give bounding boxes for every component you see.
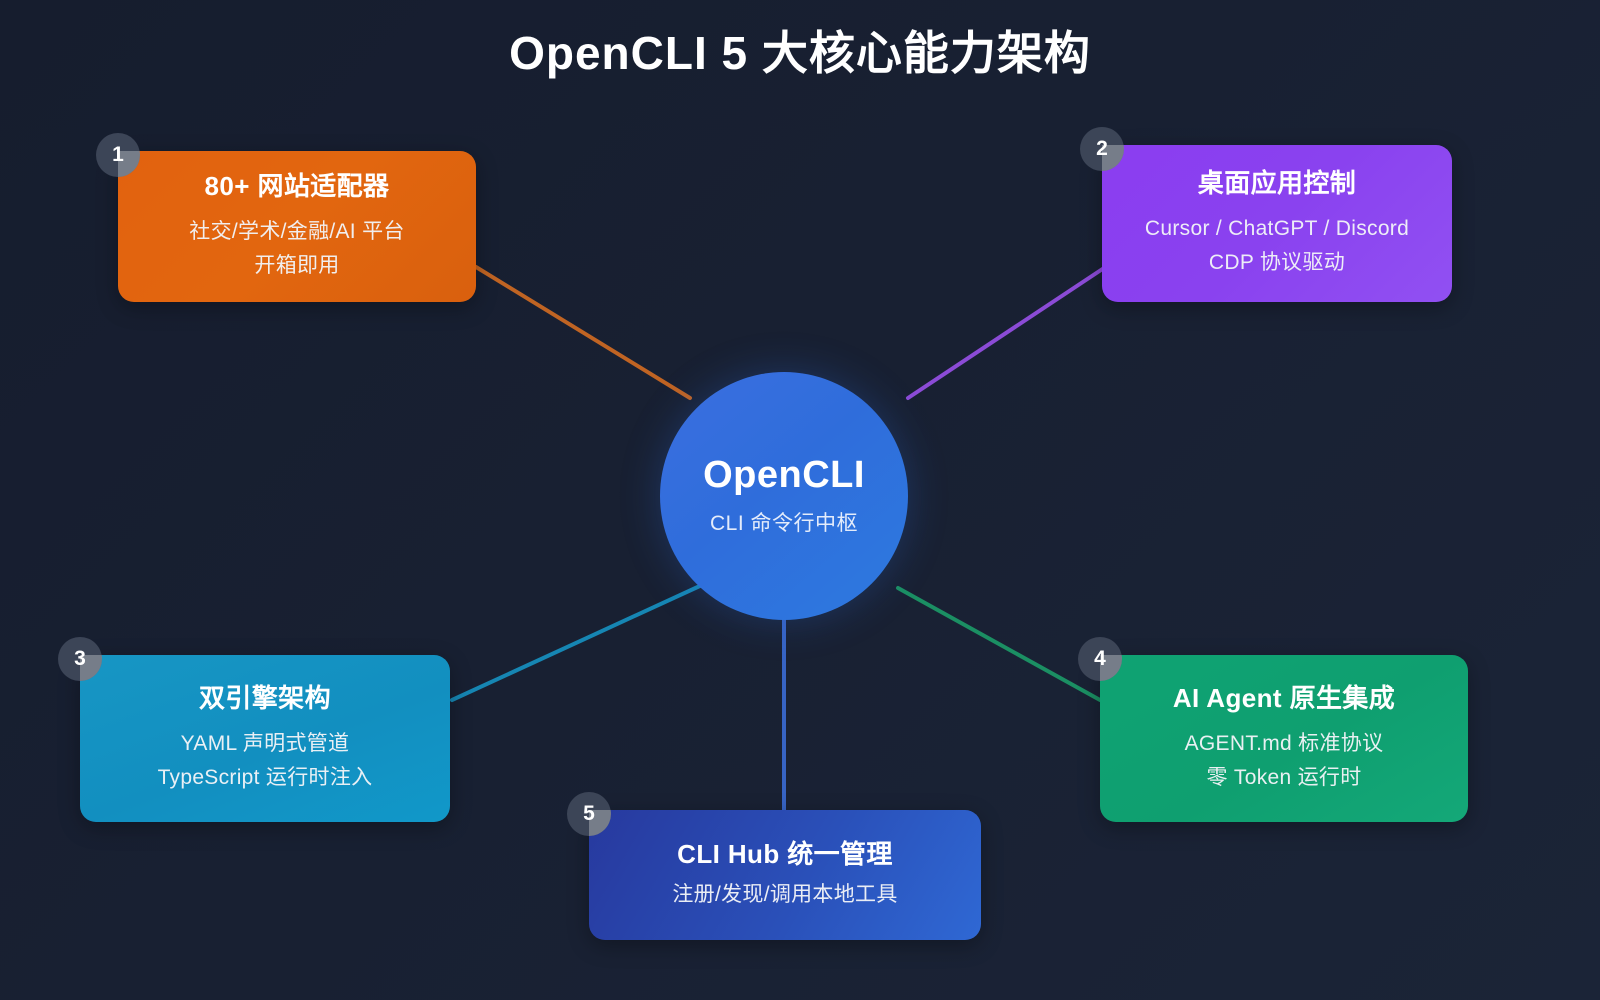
- card-badge-5: 5: [567, 792, 611, 836]
- card-detail-line-2: CDP 协议驱动: [1208, 250, 1346, 274]
- capability-card-3[interactable]: 3 双引擎架构 YAML 声明式管道 TypeScript 运行时注入: [58, 637, 450, 822]
- hub-title: OpenCLI: [703, 454, 865, 497]
- badge-number: 4: [1094, 647, 1106, 670]
- capability-card-2[interactable]: 2 桌面应用控制 Cursor / ChatGPT / Discord CDP …: [1080, 127, 1452, 302]
- connector-card-1: [474, 265, 692, 400]
- card-title: 80+ 网站适配器: [204, 171, 390, 202]
- card-detail-line-1: AGENT.md 标准协议: [1184, 731, 1384, 755]
- capability-card-5[interactable]: 5 CLI Hub 统一管理 注册/发现/调用本地工具: [567, 792, 981, 940]
- card-title: CLI Hub 统一管理: [677, 838, 893, 869]
- card-title: 桌面应用控制: [1197, 168, 1357, 199]
- badge-backdrop: [567, 792, 611, 836]
- card-badge-2: 2: [1080, 127, 1124, 171]
- badge-number: 5: [583, 802, 595, 825]
- card-detail-line-2: 零 Token 运行时: [1206, 765, 1362, 789]
- card-detail-line-1: 社交/学术/金融/AI 平台: [189, 219, 405, 243]
- hub-subtitle: CLI 命令行中枢: [709, 511, 858, 535]
- connector-card-2: [906, 266, 1106, 400]
- card-detail-line-1: YAML 声明式管道: [180, 731, 350, 755]
- capability-card-4[interactable]: 4 AI Agent 原生集成 AGENT.md 标准协议 零 Token 运行…: [1078, 637, 1468, 822]
- card-badge-4: 4: [1078, 637, 1122, 681]
- card-title: AI Agent 原生集成: [1172, 683, 1396, 714]
- badge-backdrop: [96, 133, 140, 177]
- card-detail-line-1: 注册/发现/调用本地工具: [672, 883, 898, 907]
- badge-number: 1: [112, 143, 124, 166]
- connector-card-4: [896, 586, 1102, 702]
- badge-number: 2: [1096, 137, 1108, 160]
- badge-backdrop: [58, 637, 102, 681]
- page-title: OpenCLI 5 大核心能力架构: [509, 27, 1091, 79]
- hub-node[interactable]: OpenCLI CLI 命令行中枢: [660, 372, 908, 620]
- card-badge-3: 3: [58, 637, 102, 681]
- capability-card-1[interactable]: 1 80+ 网站适配器 社交/学术/金融/AI 平台 开箱即用: [96, 133, 476, 302]
- badge-backdrop: [1078, 637, 1122, 681]
- badge-backdrop: [1080, 127, 1124, 171]
- badge-number: 3: [74, 647, 86, 670]
- card-title: 双引擎架构: [198, 683, 331, 714]
- card-badge-1: 1: [96, 133, 140, 177]
- card-detail-line-1: Cursor / ChatGPT / Discord: [1144, 216, 1410, 240]
- connector-card-3: [450, 583, 704, 702]
- card-detail-line-2: TypeScript 运行时注入: [157, 765, 373, 789]
- card-detail-line-2: 开箱即用: [254, 253, 340, 277]
